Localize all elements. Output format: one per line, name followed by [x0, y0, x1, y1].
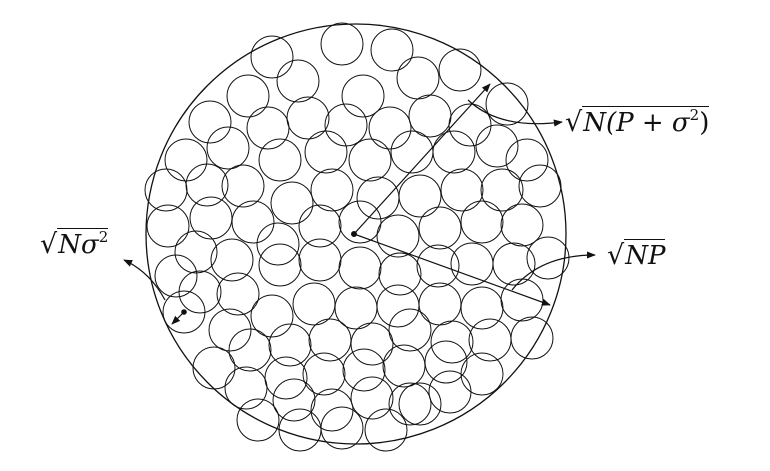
- noise-sphere: [505, 138, 549, 182]
- signal-radius-arrow: [353, 233, 551, 306]
- noise-sphere: [398, 382, 442, 426]
- noise-sphere: [430, 320, 474, 364]
- noise-sphere: [342, 348, 386, 392]
- noise-sphere: [226, 74, 270, 118]
- noise-radius-arrow: [171, 311, 185, 325]
- noise-sphere: [246, 106, 290, 150]
- noise-sphere: [276, 59, 320, 103]
- noise-sphere: [350, 376, 394, 420]
- noise-sphere: [526, 236, 570, 280]
- noise-sphere: [440, 168, 484, 212]
- noise-sphere: [518, 164, 562, 208]
- noise-sphere: [460, 200, 504, 244]
- noise-sphere: [189, 196, 233, 240]
- noise-sphere: [258, 243, 302, 287]
- outer-label-leader: [467, 99, 563, 127]
- noise-sphere: [298, 204, 342, 248]
- noise-sphere: [338, 200, 382, 244]
- noise-sphere: [485, 82, 529, 126]
- noise-sphere: [356, 176, 400, 220]
- noise-sphere: [500, 203, 544, 247]
- noise-sphere: [310, 168, 354, 212]
- noise-sphere: [418, 282, 462, 326]
- noise-sphere: [250, 294, 294, 338]
- signal-label-leader: [511, 251, 596, 291]
- noise-sphere: [206, 126, 250, 170]
- noise-sphere: [364, 408, 408, 452]
- noise-sphere: [408, 94, 452, 138]
- noise-sphere: [264, 356, 308, 400]
- noise-sphere: [192, 346, 236, 390]
- noise-sphere: [308, 318, 352, 362]
- noise-label-leader: [123, 259, 166, 301]
- noise-sphere: [298, 238, 342, 282]
- noise-sphere: [432, 130, 476, 174]
- noise-sphere: [188, 100, 232, 144]
- noise-sphere: [378, 252, 422, 296]
- noise-sphere: [418, 206, 462, 250]
- noise-sphere: [178, 270, 222, 314]
- noise-sphere: [216, 272, 260, 316]
- noise-sphere: [258, 138, 302, 182]
- noise-sphere: [250, 35, 294, 79]
- noise-sphere: [236, 398, 280, 442]
- noise-sphere: [396, 56, 440, 100]
- noise-sphere: [416, 244, 460, 288]
- noise-sphere: [382, 344, 426, 388]
- noise-spheres: [144, 22, 570, 452]
- noise-sphere: [286, 96, 330, 140]
- noise-sphere: [270, 181, 314, 225]
- noise-sphere: [460, 286, 504, 330]
- outer-radius-arrow: [353, 83, 491, 235]
- noise-radius-label: √Nσ2: [40, 228, 109, 260]
- noise-sphere: [268, 323, 312, 367]
- noise-sphere: [278, 408, 322, 452]
- noise-sphere: [510, 316, 554, 360]
- noise-sphere: [174, 230, 218, 274]
- noise-sphere: [480, 168, 524, 212]
- noise-sphere: [221, 164, 265, 208]
- noise-sphere: [424, 340, 468, 384]
- signal-radius-label: √NP: [607, 239, 666, 271]
- noise-sphere: [341, 74, 385, 118]
- noise-sphere: [388, 382, 432, 426]
- noise-sphere: [162, 290, 206, 334]
- noise-sphere: [272, 378, 316, 422]
- noise-sphere: [370, 28, 414, 72]
- noise-sphere: [146, 204, 190, 248]
- noise-sphere: [338, 246, 382, 290]
- noise-sphere: [228, 328, 272, 372]
- noise-sphere: [376, 284, 420, 328]
- noise-sphere: [428, 370, 472, 414]
- noise-sphere: [438, 48, 482, 92]
- noise-sphere: [320, 22, 364, 66]
- noise-sphere: [185, 163, 229, 207]
- noise-sphere: [468, 318, 512, 362]
- noise-sphere: [302, 352, 346, 396]
- noise-sphere: [324, 103, 368, 147]
- noise-sphere: [450, 242, 494, 286]
- noise-sphere: [164, 138, 208, 182]
- noise-sphere: [348, 138, 392, 182]
- noise-sphere: [368, 106, 412, 150]
- outer-radius-label: √N(P + σ2): [565, 106, 710, 138]
- noise-sphere: [231, 200, 275, 244]
- noise-sphere: [492, 242, 536, 286]
- noise-sphere: [376, 214, 420, 258]
- noise-sphere: [388, 308, 432, 352]
- noise-sphere: [475, 124, 519, 168]
- noise-sphere: [208, 308, 252, 352]
- noise-sphere: [448, 103, 492, 147]
- noise-sphere: [320, 406, 364, 450]
- noise-sphere: [350, 322, 394, 366]
- noise-sphere: [390, 130, 434, 174]
- noise-sphere: [154, 254, 198, 298]
- noise-sphere: [256, 222, 300, 266]
- noise-sphere: [398, 174, 442, 218]
- noise-sphere: [210, 238, 254, 282]
- noise-sphere: [304, 130, 348, 174]
